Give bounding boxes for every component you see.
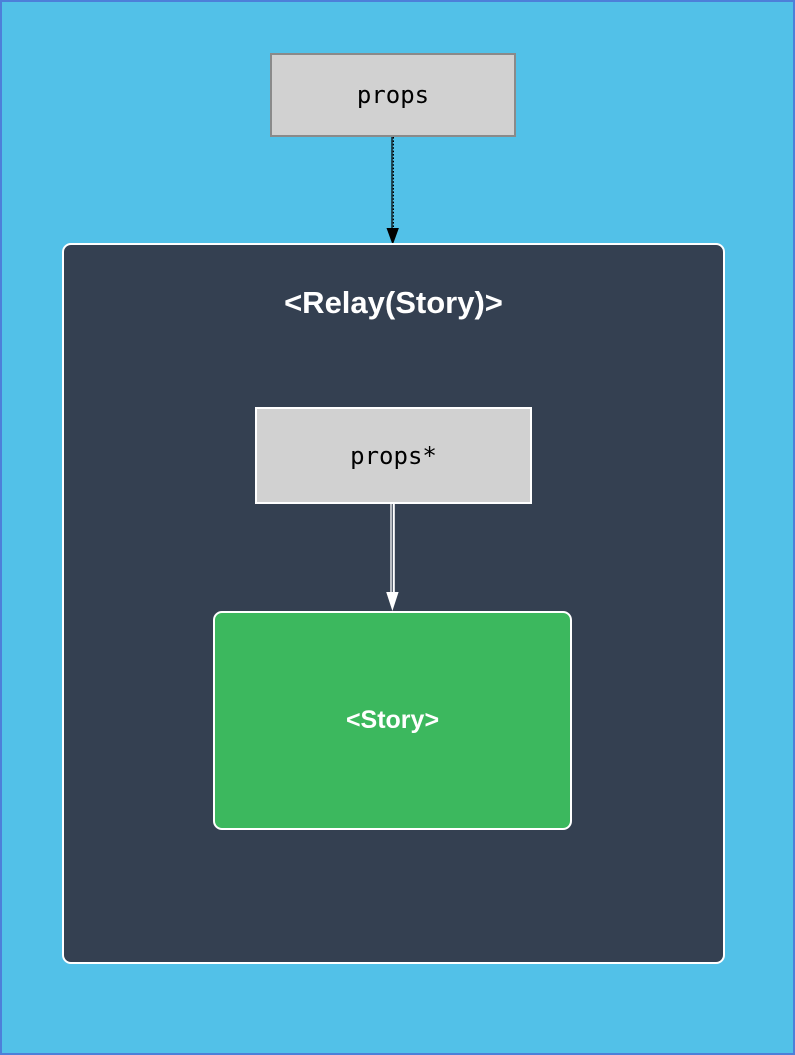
props-star-node-label: props* <box>350 441 437 470</box>
story-node: <Story> <box>213 611 572 830</box>
props-star-node: props* <box>255 407 532 504</box>
arrow-down-icon <box>386 504 399 611</box>
relay-story-container-title: <Relay(Story)> <box>284 285 503 320</box>
props-node-label: props <box>356 81 430 109</box>
relay-story-container: <Relay(Story)> props* <Story> <box>62 243 725 964</box>
arrow-down-icon <box>386 137 399 245</box>
story-node-label: <Story> <box>345 706 440 734</box>
props-node: props <box>270 53 516 137</box>
